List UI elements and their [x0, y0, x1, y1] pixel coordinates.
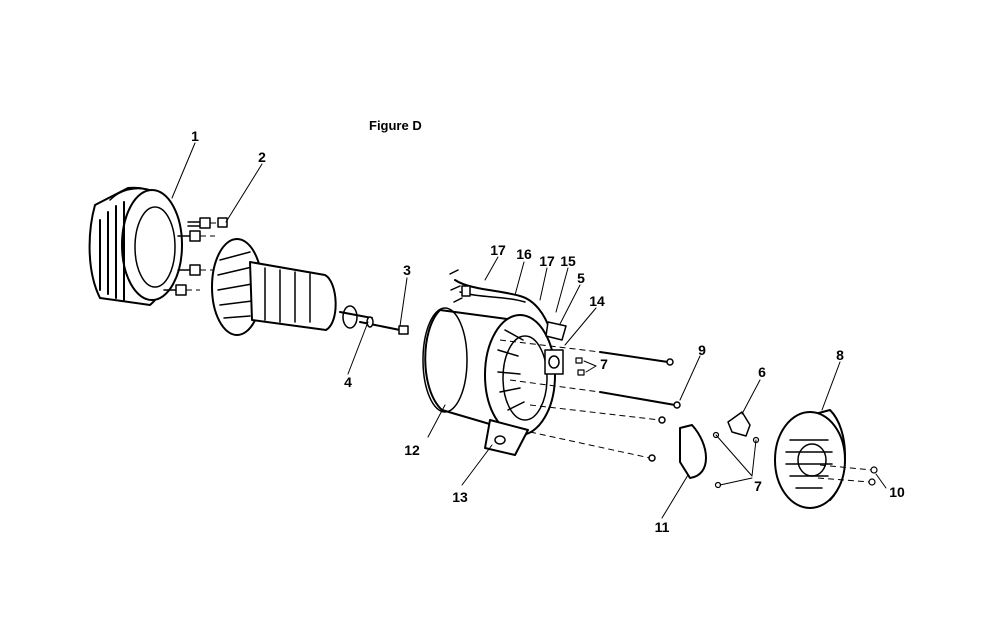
- callout-14: 14: [589, 293, 605, 309]
- callout-17a: 17: [490, 242, 506, 258]
- callout-3: 3: [403, 262, 411, 278]
- callout-11: 11: [654, 519, 670, 535]
- callout-12: 12: [404, 442, 420, 458]
- callout-17b: 17: [539, 253, 555, 269]
- part-11-cover: [679, 424, 707, 479]
- part-1-end-housing: [88, 186, 183, 306]
- callout-2: 2: [258, 149, 266, 165]
- callout-10: 10: [889, 484, 905, 500]
- part-6-clip: [727, 411, 751, 437]
- part-10-screws: [817, 464, 878, 486]
- rotor-assembly: [211, 238, 373, 336]
- part-14-brush-holder: [544, 349, 564, 375]
- callout-8: 8: [836, 347, 844, 363]
- callout-15: 15: [560, 253, 576, 269]
- leader-lines: [171, 142, 887, 519]
- figure-title: Figure D: [369, 118, 422, 133]
- part-13-mount-foot: [484, 419, 529, 456]
- part-2-bolts: [163, 217, 228, 296]
- callout-16: 16: [516, 246, 532, 262]
- part-4-washer: [366, 316, 374, 328]
- part-7-screws: [575, 357, 597, 376]
- part-9-studs: [499, 339, 681, 462]
- wiring-harness: [449, 269, 551, 331]
- callout-1: 1: [191, 128, 199, 144]
- part-8-end-cover: [774, 409, 846, 509]
- part-5-bracket: [545, 321, 567, 341]
- callout-6: 6: [758, 364, 766, 380]
- part-12-stator: [422, 307, 556, 436]
- callout-9: 9: [698, 342, 706, 358]
- callout-7-cover: 7: [754, 478, 762, 494]
- part-7-cover-screws: [712, 431, 760, 489]
- callout-4: 4: [344, 374, 352, 390]
- callout-13: 13: [452, 489, 468, 505]
- callout-7-brush: 7: [600, 356, 608, 372]
- callout-5: 5: [577, 270, 585, 286]
